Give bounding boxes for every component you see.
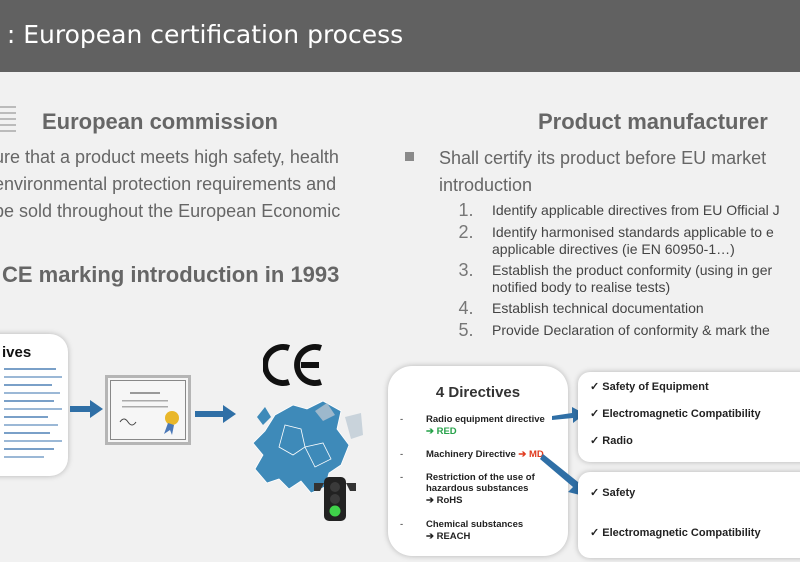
check-icon: ✓ (590, 408, 600, 420)
category-label: Safety (602, 487, 636, 499)
directive-abbrev: ➔ REACH (426, 531, 471, 542)
document-text-line (4, 424, 58, 426)
category-item: ✓ Radio (590, 434, 633, 447)
document-text-line (4, 368, 56, 370)
step-item: 1. Identify applicable directives from E… (440, 200, 800, 220)
manufacturer-text-line: Shall certify its product before EU mark… (439, 148, 767, 168)
category-item: ✓ Safety (590, 486, 635, 499)
step-line: Establish the product conformity (using … (492, 262, 773, 278)
directive-label: Machinery Directive ➔ MD (426, 449, 544, 460)
category-item: ✓ Electromagnetic Compatibility (590, 407, 761, 420)
list-dash: - (400, 414, 404, 425)
directive-label: hazardous substances (426, 483, 529, 494)
step-line: Provide Declaration of conformity & mark… (492, 322, 770, 338)
european-commission-logo-icon (0, 106, 16, 132)
document-text-line (4, 416, 48, 418)
ce-mark-icon (263, 344, 322, 386)
step-text: Establish technical documentation (492, 298, 704, 317)
step-item: 5. Provide Declaration of conformity & m… (440, 320, 800, 340)
step-line: Identify applicable directives from EU O… (492, 202, 780, 218)
step-line: Establish technical documentation (492, 300, 704, 316)
manufacturer-text-line: introduction (439, 175, 533, 195)
bullet-square-icon (405, 152, 414, 161)
list-dash: - (400, 519, 404, 530)
product-manufacturer-heading: Product manufacturer (538, 109, 768, 134)
check-icon: ✓ (590, 527, 600, 539)
arrow-right-icon (195, 405, 236, 423)
step-number: 5. (458, 320, 474, 340)
category-item: ✓ Electromagnetic Compatibility (590, 526, 761, 539)
document-text-line (4, 440, 62, 442)
step-text: Identify applicable directives from EU O… (492, 200, 780, 219)
directive-label: Radio equipment directive (426, 414, 545, 425)
check-icon: ✓ (590, 435, 600, 447)
directives-document-card: ives (0, 334, 68, 476)
european-commission-heading: European commission (42, 109, 278, 134)
four-directives-card: 4 Directives - Radio equipment directive… (388, 366, 568, 556)
category-label: Electromagnetic Compatibility (602, 408, 761, 420)
document-text-line (4, 456, 44, 458)
directive-abbrev: ➔ MD (518, 449, 544, 460)
document-text-line (4, 384, 52, 386)
title-bar: l : European certification process (0, 0, 800, 72)
ec-text-line: be sold throughout the European Economic (0, 201, 341, 221)
list-dash: - (400, 449, 404, 460)
step-number: 3. (458, 260, 474, 280)
step-text: Identify harmonised standards applicable… (492, 222, 774, 258)
check-icon: ✓ (590, 381, 600, 393)
arrow-right-icon (552, 407, 585, 423)
step-item: 2. Identify harmonised standards applica… (440, 222, 800, 258)
category-label: Radio (602, 435, 633, 447)
step-text: Provide Declaration of conformity & mark… (492, 320, 770, 339)
directives-card-title: 4 Directives (435, 384, 521, 401)
ec-text-line: . (0, 225, 384, 252)
traffic-light-icon (314, 477, 356, 521)
step-line: notified body to realise tests) (492, 279, 671, 295)
step-line: Identify harmonised standards applicable… (492, 224, 774, 240)
document-text-line (4, 408, 62, 410)
document-text-line (4, 400, 54, 402)
red-categories-box: ✓ Safety of Equipment ✓ Electromagnetic … (578, 372, 800, 462)
directive-abbrev: ➔ RoHS (426, 495, 463, 506)
document-text-line (4, 432, 50, 434)
category-label: Safety of Equipment (602, 381, 709, 393)
step-item: 3. Establish the product conformity (usi… (440, 260, 800, 296)
step-item: 4. Establish technical documentation (440, 298, 800, 318)
step-number: 2. (458, 222, 474, 242)
ec-text-line: environmental protection requirements an… (0, 174, 337, 194)
certificate-image (105, 375, 191, 445)
step-line: applicable directives (ie EN 60950-1…) (492, 241, 735, 257)
arrow-down-right-icon (540, 454, 588, 497)
directive-label: Restriction of the use of (426, 472, 535, 483)
check-icon: ✓ (590, 487, 600, 499)
step-number: 1. (458, 200, 474, 220)
arrow-right-icon (70, 400, 103, 418)
list-dash: - (400, 472, 404, 483)
md-categories-box: ✓ Safety ✓ Electromagnetic Compatibility (578, 472, 800, 558)
step-text: Establish the product conformity (using … (492, 260, 772, 296)
step-number: 4. (458, 298, 474, 318)
certification-steps: 1. Identify applicable directives from E… (440, 200, 800, 342)
category-item: ✓ Safety of Equipment (590, 380, 709, 393)
category-label: Electromagnetic Compatibility (602, 527, 761, 539)
document-text-line (4, 376, 62, 378)
directives-document-title: ives (2, 344, 32, 361)
ec-text-line: ure that a product meets high safety, he… (0, 147, 339, 167)
manufacturer-text: Shall certify its product before EU mark… (439, 145, 800, 199)
directive-abbrev: ➔ RED (426, 426, 457, 437)
ce-marking-intro: CE marking introduction in 1993 (2, 262, 340, 287)
european-commission-text: ure that a product meets high safety, he… (0, 144, 384, 252)
document-text-line (4, 448, 54, 450)
document-text-line (4, 392, 60, 394)
certificate-seal-icon (119, 392, 179, 435)
slide-title: l : European certification process (0, 20, 404, 49)
directive-label: Chemical substances (426, 519, 524, 530)
